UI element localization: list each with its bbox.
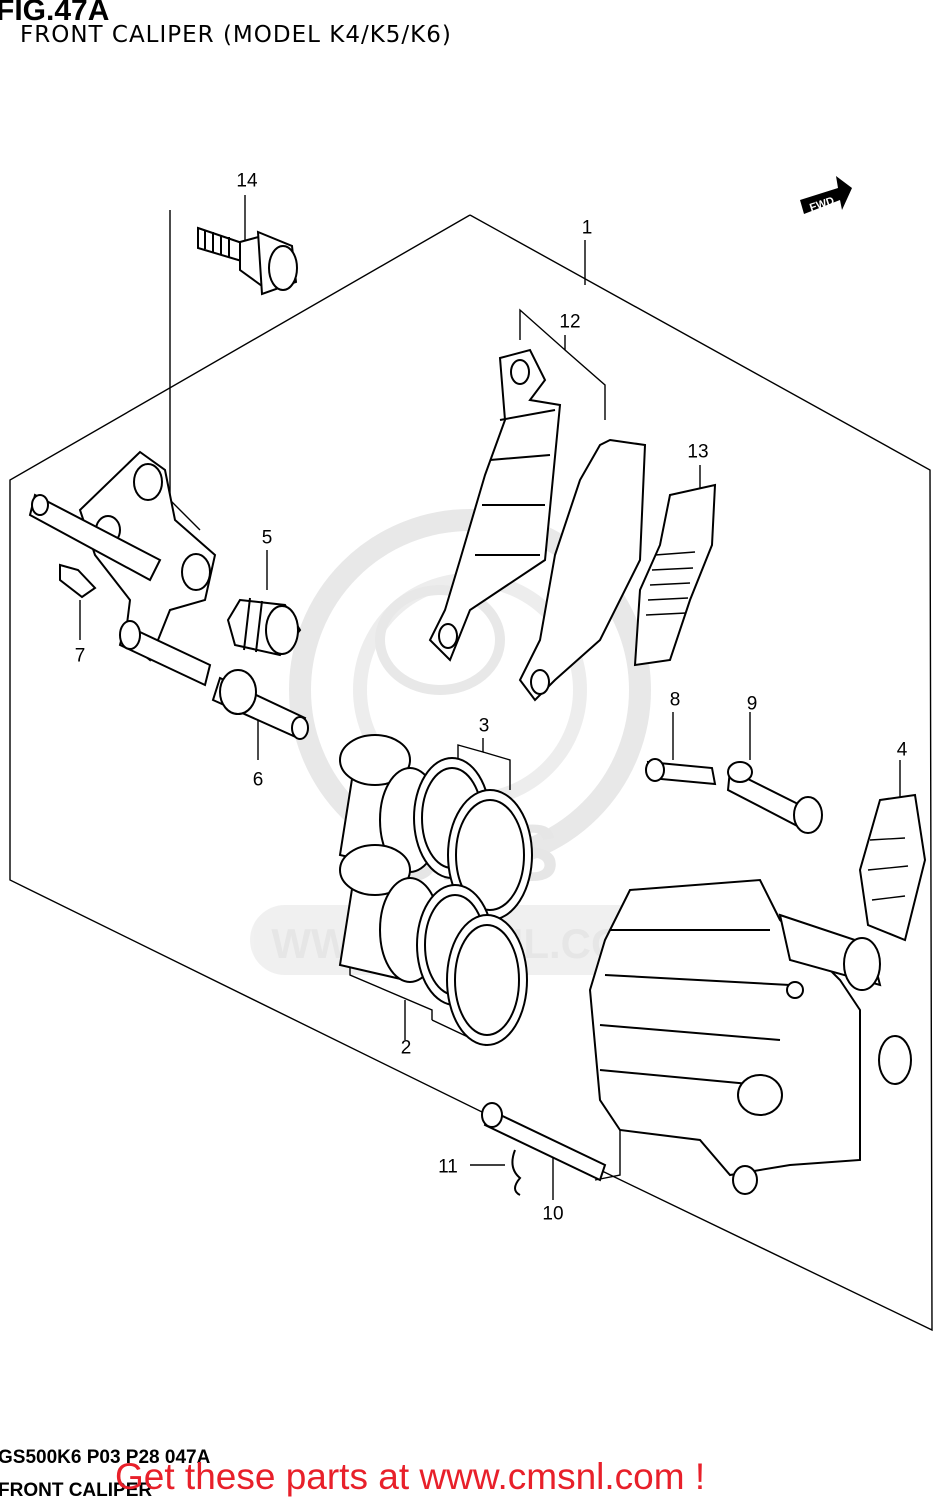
callout-3: 3 [478, 715, 490, 737]
part-11-pad-pin-clip [511, 1149, 522, 1196]
callout-6: 6 [252, 769, 264, 791]
part-bracket [28, 450, 217, 687]
callout-4: 4 [896, 739, 908, 761]
part-10-pad-pin [481, 1102, 607, 1182]
part-12-brake-pads [428, 348, 647, 702]
part-4-pad-spring [858, 793, 927, 942]
leader-lines [79, 195, 901, 1200]
fwd-arrow-icon: FWD [800, 176, 852, 214]
part-2-seals [413, 757, 533, 1046]
callout-12: 12 [559, 311, 581, 333]
footer-drawing-name: FRONT CALIPER [0, 1480, 153, 1501]
part-6-slide-pin [211, 669, 309, 740]
figure-title: FIG.47A [0, 0, 110, 27]
callout-10: 10 [542, 1203, 564, 1225]
figure-subtitle: FRONT CALIPER (MODEL K4/K5/K6) [20, 22, 452, 48]
part-13-shim [633, 483, 717, 667]
part-1-caliper-body [588, 878, 912, 1195]
callout-14: 14 [236, 170, 258, 192]
callout-13: 13 [687, 441, 709, 463]
footer-drawing-code: GS500K6 P03 P28 047A [0, 1447, 211, 1468]
part-8-bleeder-valve [645, 758, 717, 786]
part-5-boot [226, 597, 302, 657]
callout-5: 5 [261, 527, 273, 549]
callout-9: 9 [746, 693, 758, 715]
callout-11: 11 [438, 1156, 458, 1178]
callout-2: 2 [400, 1037, 412, 1059]
callout-7: 7 [74, 645, 86, 667]
part-14-bolt [197, 226, 298, 296]
callout-1: 1 [581, 217, 593, 239]
callout-8: 8 [669, 689, 681, 711]
part-9-bleeder-cap [726, 761, 823, 834]
cta-link[interactable]: Get these parts at www.cmsnl.com ! [115, 1456, 706, 1497]
